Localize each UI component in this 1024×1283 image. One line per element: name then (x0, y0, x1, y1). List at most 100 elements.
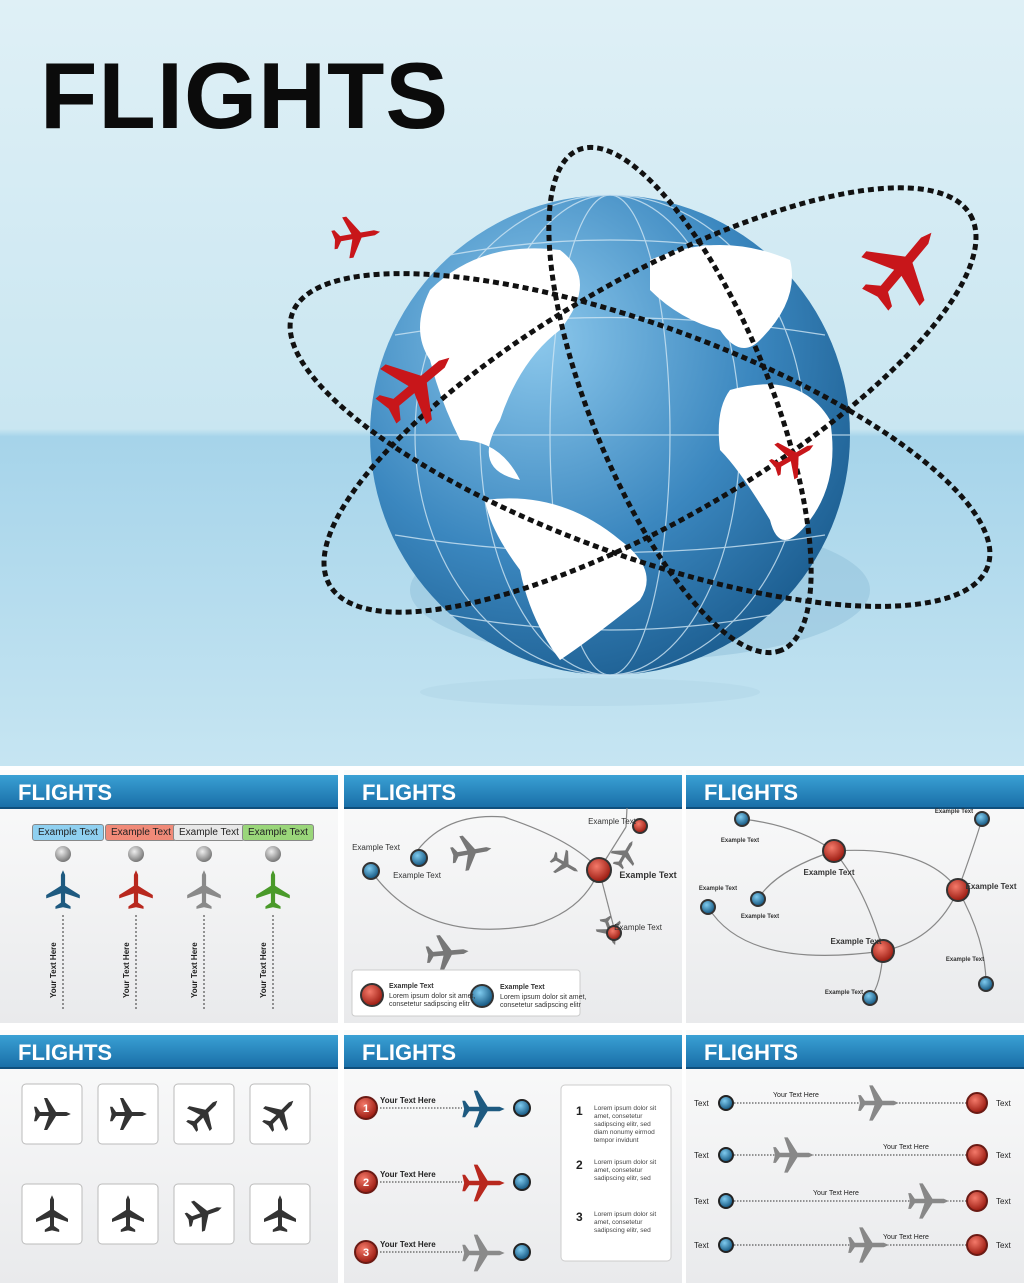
svg-text:sadipscing elitr, sed: sadipscing elitr, sed (594, 1227, 651, 1234)
pin-icon (55, 846, 71, 862)
svg-text:sadipscing elitr, sed: sadipscing elitr, sed (594, 1121, 651, 1128)
slide-title: FLIGHTS (0, 1035, 338, 1069)
svg-text:2: 2 (576, 1158, 583, 1172)
slide-thumbnail-1[interactable]: FLIGHTS Your Text Here Your Text Here Your… (0, 770, 338, 1023)
flight-paths (287, 144, 993, 656)
vertical-text: Your Text Here (190, 942, 199, 998)
network-diagram: Example Text Example Text Example Text E… (699, 809, 1017, 1006)
svg-text:Your Text Here: Your Text Here (883, 1234, 929, 1241)
example-text-label[interactable]: Example Text (32, 824, 104, 841)
svg-text:Example Text: Example Text (352, 843, 401, 852)
slide-thumbnail-3[interactable]: FLIGHTS Example Text Example Text Exampl… (686, 770, 1024, 1023)
svg-text:tempor invidunt: tempor invidunt (594, 1137, 639, 1144)
svg-text:Text: Text (694, 1241, 709, 1250)
svg-text:Your Text Here: Your Text Here (813, 1190, 859, 1197)
example-text-label[interactable]: Example Text (242, 824, 314, 841)
plane-icon (858, 1085, 899, 1121)
svg-text:Example Text: Example Text (831, 937, 882, 946)
aircraft-tile[interactable] (173, 1183, 235, 1245)
svg-text:Text: Text (996, 1151, 1011, 1160)
aircraft-tile[interactable] (173, 1083, 235, 1145)
svg-text:Example Text: Example Text (500, 984, 545, 991)
svg-text:Example Text: Example Text (699, 886, 737, 892)
plane-icon (46, 870, 80, 909)
plane-icon (462, 1234, 505, 1272)
plane-icon (462, 1090, 505, 1128)
svg-text:Your Text Here: Your Text Here (773, 1092, 819, 1099)
plane-icon (846, 208, 961, 325)
svg-text:amet, consetetur: amet, consetetur (594, 1113, 643, 1120)
svg-text:1: 1 (363, 1103, 369, 1115)
row-label: Your Text Here (380, 1170, 436, 1179)
slide-title: FLIGHTS (686, 775, 1024, 809)
svg-text:Text: Text (694, 1151, 709, 1160)
plane-icon (908, 1183, 949, 1219)
svg-text:Lorem ipsum dolor sit amet,: Lorem ipsum dolor sit amet, (500, 994, 586, 1001)
svg-text:Text: Text (694, 1099, 709, 1108)
example-text-label[interactable]: Example Text (173, 824, 245, 841)
svg-text:Example Text: Example Text (614, 923, 663, 932)
svg-text:Lorem ipsum dolor sit: Lorem ipsum dolor sit (594, 1211, 656, 1218)
svg-text:3: 3 (576, 1210, 583, 1224)
plane-icon (329, 211, 384, 261)
plane-icon (119, 870, 153, 909)
svg-text:amet, consetetur: amet, consetetur (594, 1167, 643, 1174)
aircraft-tile[interactable] (21, 1183, 83, 1245)
slide-title: FLIGHTS (686, 1035, 1024, 1069)
aircraft-tile[interactable] (249, 1183, 311, 1245)
svg-text:Example Text: Example Text (721, 838, 759, 844)
svg-text:diam nonumy eirmod: diam nonumy eirmod (594, 1129, 655, 1136)
pin-icon (265, 846, 281, 862)
svg-text:Example Text: Example Text (389, 983, 434, 990)
svg-text:Example Text: Example Text (619, 870, 676, 880)
endpoint-dot (513, 1243, 531, 1261)
aircraft-tile[interactable] (21, 1083, 83, 1145)
hero-banner: FLIGHTS (0, 0, 1024, 766)
slide-thumbnail-4[interactable]: FLIGHTS (0, 1030, 338, 1283)
svg-text:Example Text: Example Text (588, 817, 637, 826)
vertical-text: Your Text Here (259, 942, 268, 998)
svg-text:Example Text: Example Text (804, 868, 855, 877)
svg-text:sadipscing elitr, sed: sadipscing elitr, sed (594, 1175, 651, 1182)
svg-text:Lorem ipsum dolor sit: Lorem ipsum dolor sit (594, 1159, 656, 1166)
svg-text:Example Text: Example Text (825, 990, 863, 996)
endpoint-dot (513, 1099, 531, 1117)
number-badge (354, 1240, 378, 1264)
svg-text:Lorem ipsum dolor sit: Lorem ipsum dolor sit (594, 1105, 656, 1112)
svg-text:1: 1 (576, 1104, 583, 1118)
plane-icon (256, 870, 290, 909)
vertical-text: Your Text Here (49, 942, 58, 998)
slide-title: FLIGHTS (344, 775, 682, 809)
aircraft-tile[interactable] (97, 1183, 159, 1245)
svg-text:Text: Text (694, 1197, 709, 1206)
svg-text:Example Text: Example Text (935, 809, 973, 815)
hero-title: FLIGHTS (40, 43, 450, 148)
aircraft-tile[interactable] (97, 1083, 159, 1145)
number-badge (354, 1170, 378, 1194)
slide-title: FLIGHTS (344, 1035, 682, 1069)
plane-icon (773, 1137, 814, 1173)
aircraft-tile[interactable] (249, 1083, 311, 1145)
vertical-text: Your Text Here (122, 942, 131, 998)
number-badge (354, 1096, 378, 1120)
endpoint-dot (513, 1173, 531, 1191)
slide-title: FLIGHTS (0, 775, 338, 809)
svg-text:Example Text: Example Text (393, 871, 442, 880)
slide-thumbnail-2[interactable]: FLIGHTS Example Text Example Text Exampl… (344, 770, 682, 1023)
svg-text:Example Text: Example Text (741, 914, 779, 920)
plane-icon (462, 1164, 505, 1202)
aircraft-icon-grid (21, 1083, 311, 1245)
route-diagram: Example Text Example Text Example Text E… (351, 807, 677, 1017)
row-label: Your Text Here (380, 1096, 436, 1105)
svg-text:Example Text: Example Text (946, 957, 984, 963)
plane-icon (848, 1227, 889, 1263)
example-text-label[interactable]: Example Text (105, 824, 177, 841)
